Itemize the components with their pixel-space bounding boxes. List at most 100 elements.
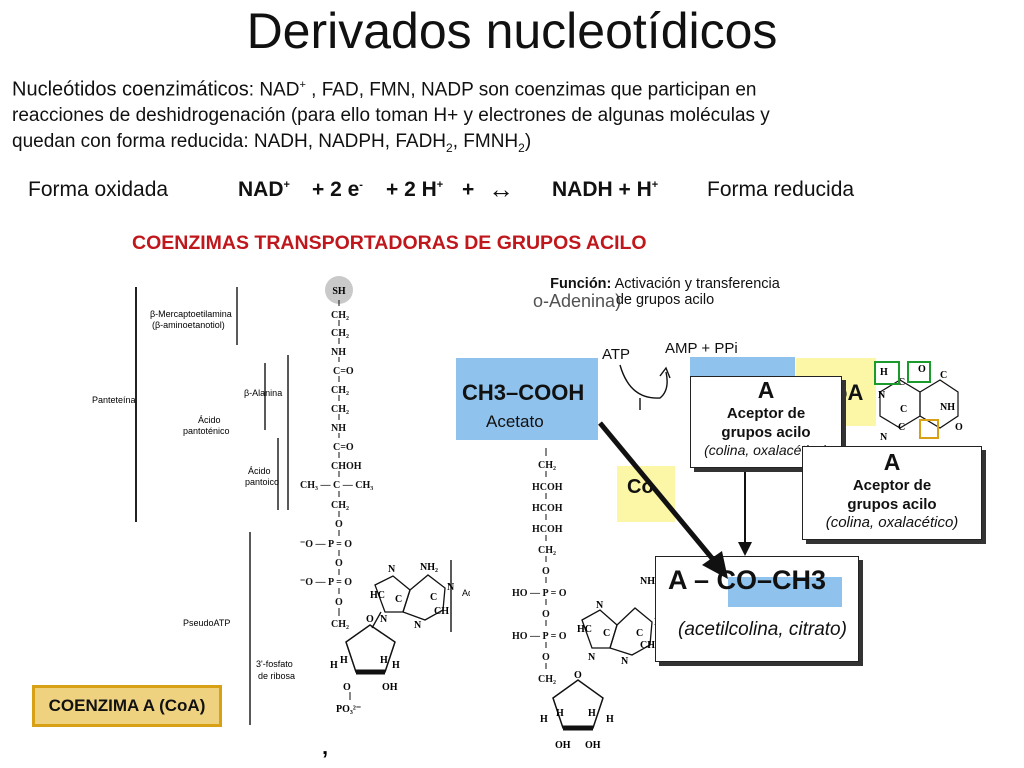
atp-label: ATP bbox=[602, 346, 631, 363]
acceptor1-title-1: Aceptor de bbox=[726, 405, 806, 422]
svg-text:HCOH: HCOH bbox=[532, 503, 563, 514]
intro-sup-plus: + bbox=[299, 79, 306, 91]
acetato-box: CH3–COOH Acetato bbox=[456, 358, 598, 440]
svg-text:N: N bbox=[447, 582, 455, 593]
svg-text:C: C bbox=[900, 404, 907, 415]
intro-line-1: Nucleótidos coenzimáticos: NAD+ , FAD, F… bbox=[12, 72, 1012, 103]
svg-text:H: H bbox=[588, 708, 596, 719]
backbone-chain: CH₂ CH₂ NH C=O CH₂ CH₂ NH C=O CHOH CH₃ —… bbox=[300, 300, 373, 630]
svg-text:C: C bbox=[430, 592, 437, 603]
ribose-oh: OH bbox=[382, 682, 398, 693]
sh-highlight bbox=[325, 276, 353, 304]
label-fosfato-2: de ribosa bbox=[258, 671, 295, 681]
down-arrow bbox=[738, 472, 752, 556]
acceptor2-title-2: grupos acilo bbox=[847, 496, 937, 513]
ch2-1: CH₂ bbox=[331, 310, 349, 321]
intro-line1-rest: : NAD bbox=[248, 79, 300, 101]
svg-text:H: H bbox=[606, 714, 614, 725]
svg-text:CH₂: CH₂ bbox=[538, 545, 556, 556]
acetyl-coa-structure: CH₂ HCOH HCOH HCOH CH₂ O HO — P = O O HO… bbox=[512, 448, 662, 751]
atp-arc-arrow bbox=[619, 364, 671, 410]
product-examples: (acetilcolina, citrato) bbox=[678, 619, 847, 640]
svg-text:H: H bbox=[880, 367, 888, 378]
svg-text:HC: HC bbox=[370, 590, 385, 601]
ribose-h1: H bbox=[330, 660, 338, 671]
nh-1: NH bbox=[331, 347, 346, 358]
svg-text:OH: OH bbox=[555, 740, 571, 751]
ribose-h4: H bbox=[392, 660, 400, 671]
section-title: COENZIMAS TRANSPORTADORAS DE GRUPOS ACIL… bbox=[132, 232, 647, 254]
intro-sub-2b: 2 bbox=[518, 141, 525, 156]
green-highlight-o bbox=[907, 361, 931, 383]
acetato-formula: CH3–COOH bbox=[462, 380, 585, 405]
diagonal-arrow bbox=[598, 421, 728, 579]
svg-text:C: C bbox=[636, 628, 643, 639]
svg-text:N: N bbox=[388, 564, 396, 575]
phosphate-2: ⁻O — P = O bbox=[300, 577, 352, 588]
label-acido-pantoico-1: Ácido bbox=[248, 466, 271, 476]
ch3-c-ch3: CH₃ — C — CH₃ bbox=[300, 480, 373, 491]
svg-text:N: N bbox=[414, 620, 422, 631]
acceptor2-examples: (colina, oxalacético) bbox=[825, 514, 959, 531]
svg-text:O: O bbox=[918, 364, 926, 375]
o-2: O bbox=[335, 558, 343, 569]
intro-lead: Nucleótidos coenzimáticos bbox=[12, 78, 249, 101]
ribose-h3: H bbox=[380, 655, 388, 666]
label-panteteina: Panteteína bbox=[92, 395, 136, 405]
acceptor-card-2: A Aceptor de grupos acilo (colina, oxala… bbox=[802, 446, 982, 540]
phosphate-1: ⁻O — P = O bbox=[300, 539, 352, 550]
svg-text:O: O bbox=[542, 652, 550, 663]
label-fosfato-1: 3'-fosfato bbox=[256, 659, 293, 669]
nh-2: NH bbox=[331, 423, 346, 434]
intro-line1-after: , FAD, FMN, NADP son coenzimas que parti… bbox=[305, 79, 757, 101]
label-adenina: Adenina bbox=[462, 588, 470, 598]
ch2-4: CH₂ bbox=[331, 404, 349, 415]
svg-text:N: N bbox=[588, 652, 596, 663]
svg-text:O: O bbox=[955, 422, 963, 433]
glycosidic-bond bbox=[371, 611, 382, 629]
o-1: O bbox=[335, 519, 343, 530]
coa-label: COENZIMA A (CoA) bbox=[32, 685, 222, 727]
svg-text:N: N bbox=[880, 432, 888, 443]
o-3: O bbox=[335, 597, 343, 608]
double-arrow-icon: ↔ bbox=[488, 174, 514, 204]
ribose-o2: O bbox=[343, 682, 351, 693]
product-blue-band bbox=[728, 577, 842, 607]
ribose-ring bbox=[345, 624, 396, 673]
acceptor2-letter: A bbox=[883, 449, 901, 475]
flavin-fragment: H N C O C NH O C C N R H bbox=[874, 361, 963, 458]
amp-label: AMP + PPi bbox=[665, 340, 738, 357]
svg-text:N: N bbox=[878, 390, 886, 401]
intro-line3-b: , FMNH bbox=[452, 131, 519, 153]
acceptor1-examples: (colina, oxalacético) bbox=[704, 442, 828, 458]
page-title: Derivados nucleotídicos bbox=[246, 3, 778, 59]
intro-sub-2a: 2 bbox=[446, 141, 453, 156]
svg-text:O: O bbox=[574, 670, 582, 681]
plus-term: + bbox=[462, 178, 475, 201]
svg-text:C: C bbox=[940, 370, 947, 381]
yellow-highlight bbox=[919, 419, 939, 439]
product-card: A – CO–CH3 (acetilcolina, citrato) bbox=[655, 556, 859, 662]
acceptor2-title-1: Aceptor de bbox=[852, 477, 932, 494]
svg-text:NH₂: NH₂ bbox=[640, 576, 658, 587]
label-alanina: β-Alanina bbox=[244, 388, 282, 398]
ch2-3: CH₂ bbox=[331, 385, 349, 396]
ch2-2: CH₂ bbox=[331, 328, 349, 339]
svg-text:C: C bbox=[898, 377, 905, 388]
svg-text:H: H bbox=[540, 714, 548, 725]
svg-text:HO — P = O: HO — P = O bbox=[512, 588, 567, 599]
acetato-name: Acetato bbox=[486, 412, 544, 431]
svg-text:O: O bbox=[542, 609, 550, 620]
svg-text:H: H bbox=[556, 708, 564, 719]
co-2: C=O bbox=[333, 442, 354, 453]
svg-text:NH: NH bbox=[940, 402, 955, 413]
function-line-2: de grupos acilo bbox=[615, 292, 715, 308]
label-mercapto: β-Mercaptoetilamina bbox=[150, 309, 232, 319]
svg-text:C: C bbox=[898, 422, 905, 433]
oxidized-label: Forma oxidada bbox=[28, 178, 169, 201]
svg-text:O: O bbox=[542, 566, 550, 577]
po3: PO₃²⁻ bbox=[336, 704, 361, 715]
co-1: C=O bbox=[333, 366, 354, 377]
nadh-term: NADH + H+ bbox=[552, 178, 659, 201]
svg-text:HCOH: HCOH bbox=[532, 524, 563, 535]
